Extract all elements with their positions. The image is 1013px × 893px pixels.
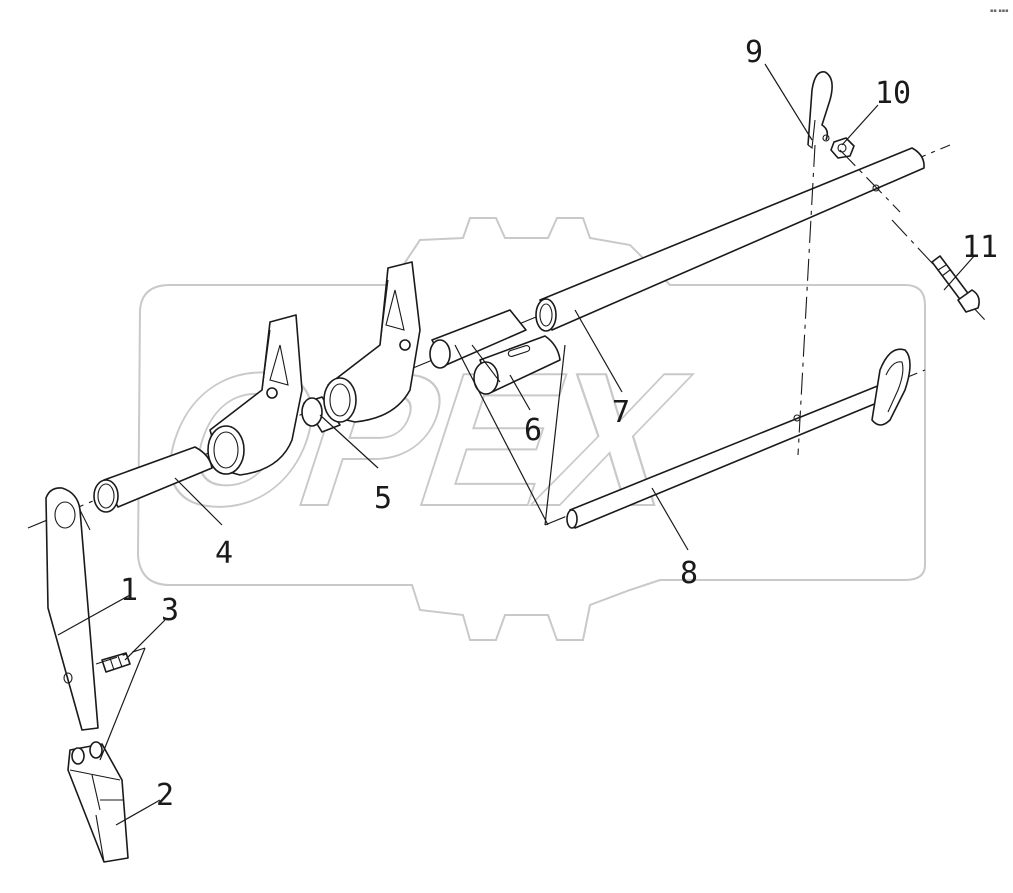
corner-mark: ▪▪ ▪▪▪ (990, 8, 1009, 14)
callout-10: 10 (875, 76, 911, 111)
part-6-sleeves (429, 309, 561, 395)
part-5-bracket-right (323, 261, 421, 423)
part-11-bolt (891, 219, 986, 321)
part-9-r-clip (807, 71, 833, 150)
leader-lines (57, 63, 976, 826)
callout-1: 1 (120, 573, 138, 608)
callout-3: 3 (161, 593, 179, 628)
callout-11: 11 (962, 230, 998, 265)
callout-9: 9 (745, 35, 763, 70)
part-8-handle-shaft (544, 348, 926, 529)
part-5-sleeve (301, 396, 341, 433)
part-2-tine (67, 741, 129, 863)
callout-8: 8 (680, 556, 698, 591)
callout-4: 4 (215, 536, 233, 571)
part-7-long-shaft (535, 147, 925, 332)
callout-5: 5 (374, 481, 392, 516)
callout-7: 7 (612, 395, 630, 430)
vertical-pin-axis (797, 144, 816, 456)
part-3-pin (95, 647, 146, 673)
part-1-lever-arm (45, 487, 99, 731)
callout-2: 2 (156, 778, 174, 813)
callout-6: 6 (524, 413, 542, 448)
part-4-tube (93, 446, 213, 513)
watermark-gear-icon (136, 217, 926, 641)
part-10-nut (830, 137, 901, 213)
part-5-bracket-left (207, 314, 303, 476)
